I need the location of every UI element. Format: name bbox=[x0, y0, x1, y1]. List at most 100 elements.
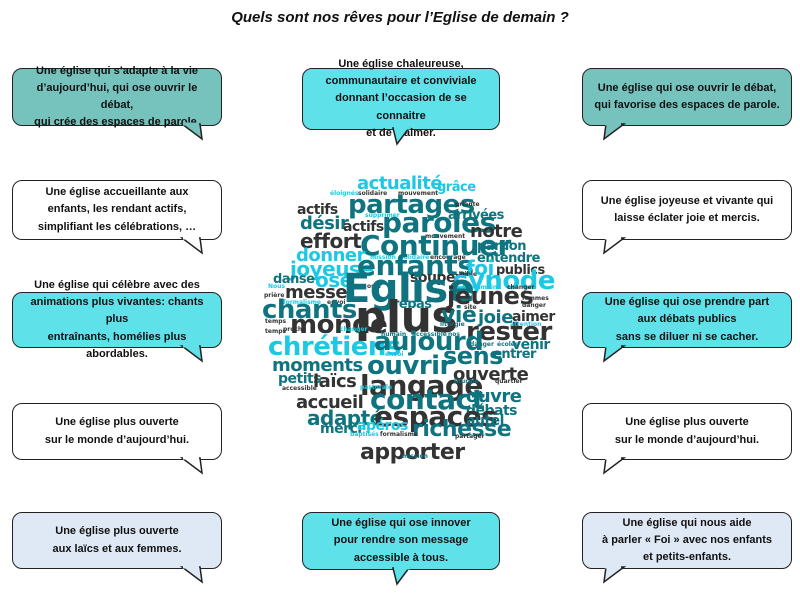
cloud-word: mouvement bbox=[425, 233, 466, 240]
cloud-word: priante bbox=[455, 201, 480, 208]
bubble-line: à parler « Foi » avec nos enfants bbox=[602, 533, 772, 546]
bubble-line: Une église qui ose ouvrir le débat, bbox=[597, 81, 777, 94]
speech-bubble: Une église chaleureuse,communautaire et … bbox=[302, 58, 500, 139]
cloud-word: chrétiens bbox=[268, 332, 401, 362]
cloud-word: Bible bbox=[460, 271, 478, 278]
cloud-word: partages bbox=[348, 190, 475, 220]
cloud-word: publics bbox=[496, 263, 545, 278]
cloud-word: formalisme bbox=[380, 431, 418, 438]
cloud-word: laïcs bbox=[313, 371, 357, 392]
cloud-word: changer bbox=[340, 326, 368, 333]
cloud-word: joyeuse bbox=[290, 257, 374, 281]
cloud-word: danger bbox=[470, 341, 494, 348]
bubble-line: sur le monde d’aujourd’hui. bbox=[614, 433, 760, 446]
bubble-line: laisse éclater joie et mercis. bbox=[614, 212, 760, 224]
cloud-word: arrivées bbox=[448, 208, 504, 223]
cloud-word: aujourd bbox=[374, 327, 484, 357]
cloud-word: enfants bbox=[357, 249, 474, 282]
cloud-word: moments bbox=[272, 355, 363, 376]
cloud-word: notre bbox=[470, 221, 523, 242]
bubble-line: Une église plus ouverte bbox=[55, 525, 179, 538]
bubble-tail bbox=[603, 456, 627, 475]
speech-bubble: Une église qui ose ouvrir le débat,qui f… bbox=[582, 68, 792, 126]
cloud-word: nos bbox=[448, 331, 460, 338]
bubble-tail bbox=[392, 126, 411, 146]
cloud-word: solidaire bbox=[400, 254, 430, 261]
bubble-text: Une église qui ose ouvrir le débat,qui f… bbox=[594, 80, 779, 114]
bubble-line: communautaire et conviviale bbox=[325, 75, 477, 88]
bubble-line: sans se diluer ni se cacher. bbox=[615, 330, 759, 343]
cloud-word: proche bbox=[283, 326, 307, 333]
bubble-line: qui crée des espaces de parole. bbox=[34, 116, 200, 129]
cloud-word: synode bbox=[453, 266, 556, 296]
cloud-word: femmes bbox=[522, 295, 549, 302]
cloud-word: baptisés bbox=[350, 431, 379, 438]
bubble-line: Une église qui ose prendre part bbox=[604, 296, 770, 309]
bubble-line: enfants, les rendant actifs, bbox=[47, 203, 187, 216]
speech-bubble: Une église joyeuse et vivante qui laisse … bbox=[582, 180, 792, 240]
cloud-word: paroles bbox=[382, 206, 496, 239]
cloud-word: richesse bbox=[412, 417, 512, 442]
cloud-word: Eglise bbox=[343, 266, 475, 312]
cloud-word: prière bbox=[264, 292, 285, 299]
bubble-line: pour rendre son message bbox=[333, 534, 469, 547]
cloud-word: temps bbox=[265, 328, 287, 335]
bubble-tail bbox=[603, 565, 627, 584]
cloud-word: mission bbox=[370, 254, 396, 261]
cloud-word: contact bbox=[370, 383, 485, 416]
cloud-word: encouragé bbox=[430, 254, 466, 261]
cloud-word: ose bbox=[315, 268, 353, 292]
cloud-word: messe bbox=[285, 282, 348, 303]
bubble-tail bbox=[179, 344, 203, 363]
cloud-word: liturgie bbox=[454, 378, 479, 385]
cloud-word: merci bbox=[320, 421, 362, 437]
bubble-line: sur le monde d’aujourd’hui. bbox=[44, 433, 190, 446]
cloud-word: chants bbox=[262, 295, 357, 325]
bubble-text: Une église accueillante aux enfants, les … bbox=[38, 184, 196, 235]
cloud-word: attention bbox=[510, 321, 542, 328]
bubble-line: Une église joyeuse et vivante qui bbox=[600, 194, 774, 207]
speech-bubble: Une église accueillante aux enfants, les … bbox=[12, 180, 222, 240]
cloud-word: vie bbox=[441, 303, 477, 328]
cloud-word: plus bbox=[355, 292, 458, 343]
bubble-line: et petits-enfants. bbox=[642, 551, 731, 564]
bubble-line: d’aujourd’hui, qui ose ouvrir le débat, bbox=[36, 81, 198, 111]
cloud-word: souper bbox=[410, 270, 462, 286]
cloud-word: monde bbox=[290, 310, 388, 340]
bubble-line: simplifiant les célébrations, … bbox=[37, 220, 197, 233]
cloud-word: accueil bbox=[296, 392, 364, 413]
cloud-word: rester bbox=[466, 317, 552, 347]
cloud-word: autel bbox=[466, 413, 504, 429]
bubble-text: Une église plus ouverte sur le monde d’au… bbox=[615, 414, 759, 448]
cloud-word: effort bbox=[300, 229, 362, 253]
bubble-line: Une église qui s’adapte à la vie bbox=[35, 64, 198, 77]
bubble-line: aux débats publics bbox=[637, 313, 737, 326]
bubble-line: donnant l’occasion de se connaitre bbox=[335, 92, 467, 122]
cloud-word: changer bbox=[507, 284, 535, 291]
cloud-word: Nous bbox=[268, 283, 285, 290]
cloud-word: mission bbox=[402, 453, 428, 460]
bubble-line: aux laïcs et aux femmes. bbox=[52, 542, 182, 555]
cloud-word: écoles bbox=[497, 341, 519, 348]
cloud-word: Continuer bbox=[360, 229, 511, 262]
cloud-word: entendre bbox=[477, 251, 540, 266]
cloud-word: formalisme bbox=[283, 299, 321, 306]
bubble-text: Une église joyeuse et vivante qui laisse … bbox=[601, 193, 773, 227]
bubble-line: Une église accueillante aux bbox=[45, 186, 189, 199]
speech-bubble: Une église qui s’adapte à la vie d’aujour… bbox=[12, 65, 222, 128]
speech-bubble: Une église plus ouverte sur le monde d’au… bbox=[582, 403, 792, 460]
cloud-word: accessible bbox=[412, 331, 447, 338]
cloud-word: joie bbox=[478, 307, 513, 328]
cloud-word: actifs bbox=[343, 219, 384, 235]
cloud-word: envoi bbox=[327, 299, 346, 306]
cloud-word: envoi bbox=[385, 351, 404, 358]
bubble-line: Une église plus ouverte bbox=[625, 416, 749, 429]
bubble-tail bbox=[603, 344, 627, 363]
cloud-word: désir bbox=[300, 213, 349, 234]
cloud-word: site bbox=[464, 304, 477, 311]
